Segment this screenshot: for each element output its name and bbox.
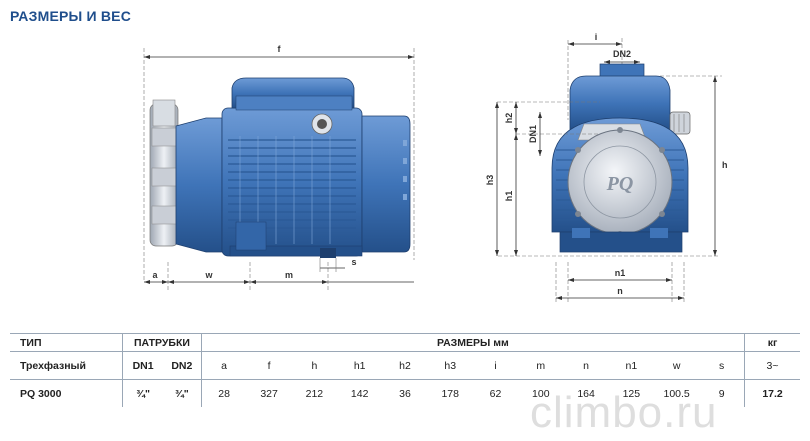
- val-a: 28: [218, 387, 230, 400]
- table-header-row: ТИП ПАТРУБКИ РАЗМЕРЫ мм кг: [10, 333, 800, 352]
- val-h2: 36: [399, 387, 411, 400]
- dim-w-label: w: [204, 270, 213, 280]
- table-subheader-row: Трехфазный DN1 DN2 a f h h1 h2 h3 i m n …: [10, 351, 800, 380]
- subheader-type: Трехфазный: [10, 351, 124, 380]
- dim-a-label: a: [152, 270, 158, 280]
- val-h: 212: [305, 387, 324, 400]
- watermark: climbo.ru: [530, 388, 718, 437]
- val-n1: 125: [622, 387, 641, 400]
- header-sizes: РАЗМЕРЫ мм: [201, 333, 746, 352]
- dim-s-label: s: [351, 257, 356, 267]
- val-n: 164: [577, 387, 595, 400]
- row-dn1: ¾": [136, 387, 150, 400]
- header-ports: ПАТРУБКИ: [122, 333, 202, 352]
- col-h3: h3: [427, 351, 473, 380]
- side-view: f: [143, 44, 415, 290]
- col-h1: h1: [337, 351, 383, 380]
- val-s: 9: [699, 379, 746, 407]
- specs-table: ТИП ПАТРУБКИ РАЗМЕРЫ мм кг Трехфазный DN…: [10, 333, 800, 407]
- dim-m-label: m: [285, 270, 293, 280]
- front-view: i DN2 PQ: [485, 32, 728, 304]
- col-h: h: [291, 351, 338, 380]
- dim-n1-label: n1: [615, 268, 626, 278]
- subheader-dn2: DN2: [162, 351, 202, 380]
- pump-drawing: f: [143, 32, 728, 304]
- dim-h2-label: h2: [504, 113, 514, 124]
- row-type: PQ 3000: [10, 379, 124, 407]
- col-w: w: [654, 351, 700, 380]
- dim-f-label: f: [278, 44, 282, 54]
- dim-dn2-label: DN2: [613, 49, 631, 59]
- dim-i-label: i: [595, 32, 598, 42]
- page-title: РАЗМЕРЫ И ВЕС: [10, 8, 132, 24]
- row-dn2: ¾": [162, 379, 202, 407]
- subheader-dn1: DN1: [122, 351, 163, 380]
- dim-h3-label: h3: [485, 175, 495, 186]
- col-n1: n1: [608, 351, 654, 380]
- col-f: f: [246, 351, 292, 380]
- svg-text:PQ: PQ: [606, 173, 634, 195]
- col-h2: h2: [382, 351, 428, 380]
- col-m: m: [518, 351, 564, 380]
- dim-n-label: n: [617, 286, 623, 296]
- dim-h-label: h: [722, 160, 728, 170]
- col-s: s: [699, 351, 746, 380]
- val-h3: 178: [441, 387, 459, 400]
- subheader-weight: 3~: [744, 351, 800, 380]
- col-n: n: [563, 351, 609, 380]
- val-f: 327: [260, 387, 278, 400]
- val-m: 100: [532, 387, 550, 400]
- val-i: 62: [489, 387, 502, 400]
- dim-dn1-label: DN1: [528, 125, 538, 143]
- table-row: PQ 3000 ¾" ¾" 28 327 212 142 36 178 62 1…: [10, 379, 800, 407]
- col-i: i: [472, 351, 519, 380]
- col-a: a: [201, 351, 247, 380]
- header-type: ТИП: [10, 333, 124, 352]
- header-weight: кг: [744, 333, 800, 352]
- val-weight: 17.2: [762, 387, 783, 400]
- val-h1: 142: [350, 387, 369, 400]
- dim-h1-label: h1: [504, 191, 514, 202]
- val-w: 100.5: [663, 387, 690, 400]
